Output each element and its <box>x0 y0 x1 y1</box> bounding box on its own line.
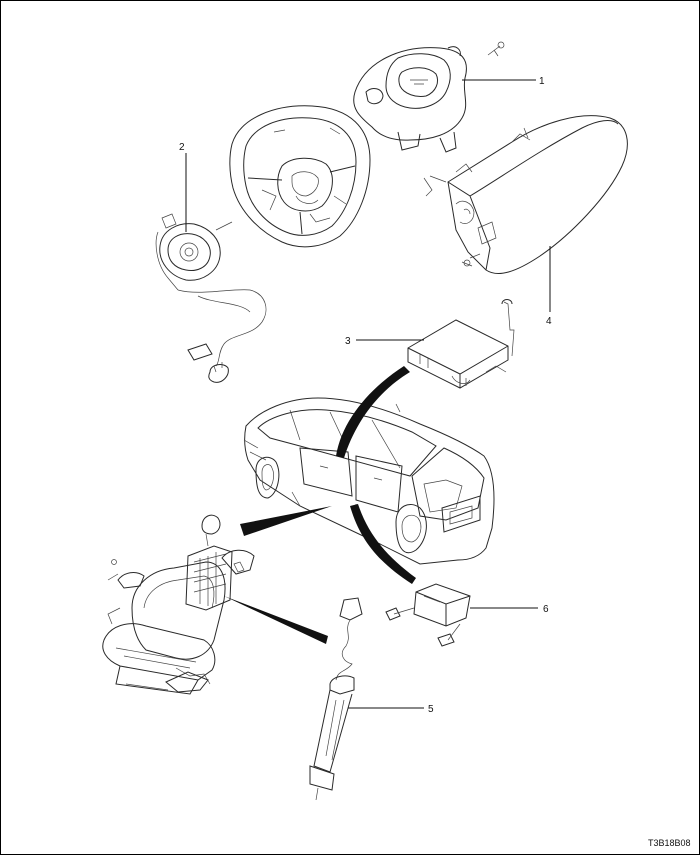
location-pointers <box>224 366 416 644</box>
side-impact-sensor <box>385 583 471 647</box>
pretensioner-location-pointer <box>224 596 328 644</box>
callout-labels: 1 2 3 4 5 6 <box>179 76 552 715</box>
vehicle-hatchback <box>243 397 495 565</box>
driver-airbag-module <box>353 41 505 153</box>
seatbelt-pretensioner <box>309 597 363 801</box>
clock-spring <box>155 213 267 383</box>
leader-lines <box>185 79 551 709</box>
callout-2: 2 <box>179 142 185 153</box>
steering-wheel <box>229 105 371 248</box>
callout-3: 3 <box>345 336 351 347</box>
passenger-airbag-module <box>423 115 628 274</box>
side-sensor-location-pointer <box>350 504 416 584</box>
callout-5: 5 <box>428 704 434 715</box>
front-seat <box>102 514 255 695</box>
callout-4: 4 <box>546 316 552 327</box>
sensing-diagnostic-module <box>407 299 515 389</box>
sdm-location-pointer <box>336 366 410 458</box>
callout-6: 6 <box>543 604 549 615</box>
callout-1: 1 <box>539 76 545 87</box>
seat-location-pointer <box>240 506 332 536</box>
figure-code: T3B18B08 <box>648 838 691 848</box>
